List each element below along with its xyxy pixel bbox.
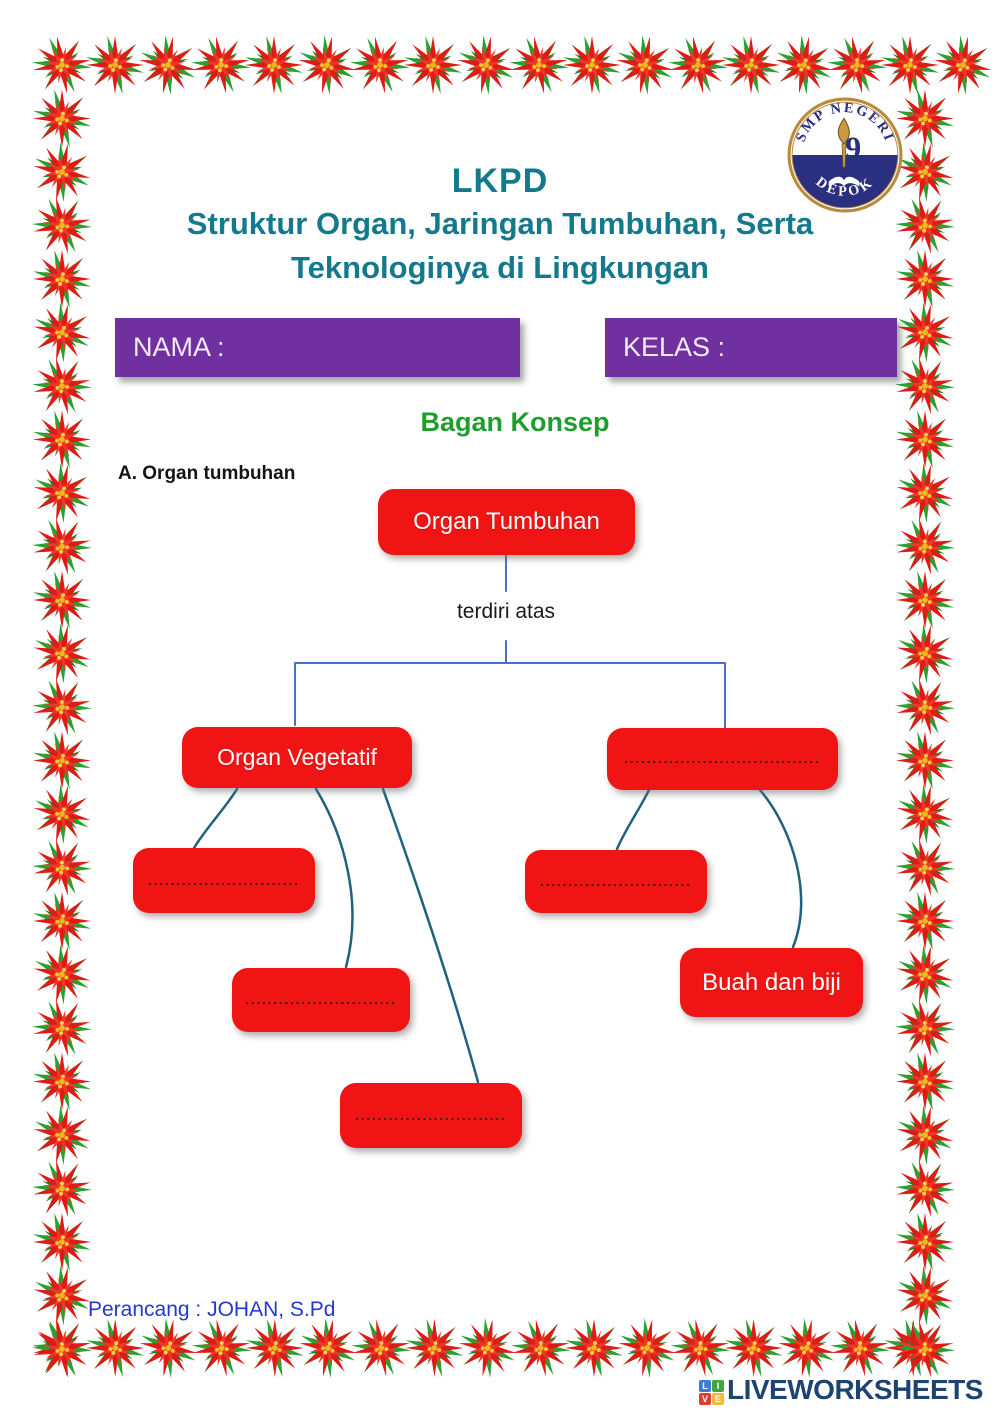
vegetatif-child-3-dots: ...........................	[355, 1107, 507, 1123]
section-title: Bagan Konsep	[420, 407, 610, 437]
generatif-child-dots: ...........................	[540, 873, 692, 889]
designer-credit: Perancang : JOHAN, S.Pd	[88, 1298, 336, 1321]
right-branch-blank-dots: ...................................	[624, 751, 821, 766]
brand-block-e: E	[712, 1392, 724, 1405]
page-subtitle-line1: Struktur Organ, Jaringan Tumbuhan, Serta	[186, 206, 814, 241]
liveworksheets-logo[interactable]: L I V E LIVEWORKSHEETS	[699, 1374, 983, 1406]
node-vegetatif-child-blank-1[interactable]: ...........................	[133, 848, 315, 913]
page-subtitle-line2: Teknologinya di Lingkungan	[291, 250, 709, 285]
node-organ-tumbuhan-label: Organ Tumbuhan	[413, 508, 600, 535]
nama-label: NAMA :	[133, 332, 225, 362]
node-organ-vegetatif-label: Organ Vegetatif	[217, 744, 377, 770]
logo-number: 9	[845, 131, 861, 167]
section-list-label: A. Organ tumbuhan	[118, 463, 296, 484]
node-vegetatif-child-blank-3[interactable]: ...........................	[340, 1083, 522, 1148]
node-buah-dan-biji: Buah dan biji	[680, 948, 863, 1017]
nama-input-box[interactable]: NAMA :	[115, 318, 520, 377]
node-organ-tumbuhan: Organ Tumbuhan	[378, 489, 635, 555]
node-buah-dan-biji-label: Buah dan biji	[702, 968, 841, 996]
edge-label-terdiri-atas: terdiri atas	[406, 600, 606, 624]
liveworksheets-blocks-icon: L I V E	[699, 1379, 724, 1405]
kelas-input-box[interactable]: KELAS :	[605, 318, 897, 377]
brand-block-l: L	[699, 1379, 711, 1392]
vegetatif-child-1-dots: ...........................	[148, 872, 300, 888]
kelas-label: KELAS :	[623, 332, 726, 362]
brand-block-i: I	[712, 1379, 724, 1392]
open-book-icon	[828, 176, 860, 187]
node-generatif-child-blank[interactable]: ...........................	[525, 850, 707, 913]
node-vegetatif-child-blank-2[interactable]: ...........................	[232, 968, 410, 1032]
page-title: LKPD	[451, 162, 549, 200]
torch-handle-icon	[841, 143, 847, 168]
liveworksheets-wordmark: LIVEWORKSHEETS	[727, 1374, 983, 1405]
node-organ-vegetatif: Organ Vegetatif	[182, 727, 412, 788]
node-right-branch-blank[interactable]: ...................................	[607, 728, 838, 790]
brand-block-v: V	[699, 1392, 711, 1405]
vegetatif-child-2-dots: ...........................	[245, 992, 397, 1007]
